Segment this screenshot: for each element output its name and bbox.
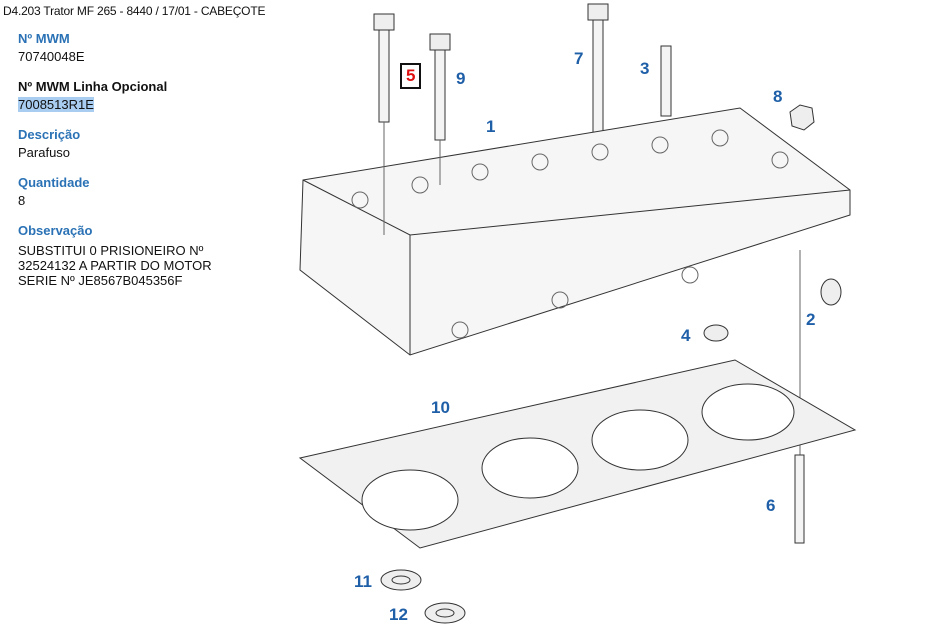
- stud-6: [794, 454, 805, 544]
- nut-8: [789, 104, 815, 131]
- callout-8[interactable]: 8: [773, 87, 783, 106]
- note-line: SERIE Nº JE8567B045356F: [18, 273, 183, 288]
- callout-5-selected[interactable]: 5: [400, 63, 422, 89]
- cylinder-head: [299, 107, 851, 356]
- note-label: Observação: [18, 223, 93, 238]
- plug-4: [703, 324, 729, 342]
- stud-3: [660, 45, 672, 117]
- mwm-label: Nº MWM: [18, 31, 70, 46]
- note-line: SUBSTITUI 0 PRISIONEIRO Nº: [18, 243, 204, 258]
- note-value: SUBSTITUI 0 PRISIONEIRO Nº 32524132 A PA…: [18, 243, 268, 288]
- quantity-label: Quantidade: [18, 175, 90, 190]
- bolt-5-head: [373, 13, 395, 31]
- callout-9[interactable]: 9: [456, 69, 466, 88]
- quantity-value: 8: [18, 193, 26, 208]
- optional-value[interactable]: 7008513R1E: [18, 97, 94, 112]
- callout-6[interactable]: 6: [766, 496, 776, 515]
- optional-label: Nº MWM Linha Opcional: [18, 79, 168, 94]
- callout-11[interactable]: 11: [354, 572, 372, 591]
- callout-4[interactable]: 4: [681, 326, 691, 345]
- callout-2[interactable]: 2: [806, 310, 816, 329]
- plug-2: [820, 278, 842, 306]
- breadcrumb: D4.203 Trator MF 265 - 8440 / 17/01 - CA…: [3, 4, 266, 18]
- callout-3[interactable]: 3: [640, 59, 650, 78]
- callout-7[interactable]: 7: [574, 49, 584, 68]
- seal-12: [424, 602, 466, 624]
- bolt-7: [592, 19, 604, 141]
- seal-11: [380, 569, 422, 591]
- description-label: Descrição: [18, 127, 81, 142]
- bolt-5: [378, 29, 390, 123]
- note-line: 32524132 A PARTIR DO MOTOR: [18, 258, 212, 273]
- description-value: Parafuso: [18, 145, 71, 160]
- part-details: Nº MWM 70740048E Nº MWM Linha Opcional 7…: [18, 31, 268, 303]
- mwm-value: 70740048E: [18, 49, 85, 64]
- callout-12[interactable]: 12: [389, 605, 408, 624]
- callout-10[interactable]: 10: [431, 398, 450, 417]
- callout-1[interactable]: 1: [486, 117, 496, 136]
- bolt-9: [434, 49, 446, 141]
